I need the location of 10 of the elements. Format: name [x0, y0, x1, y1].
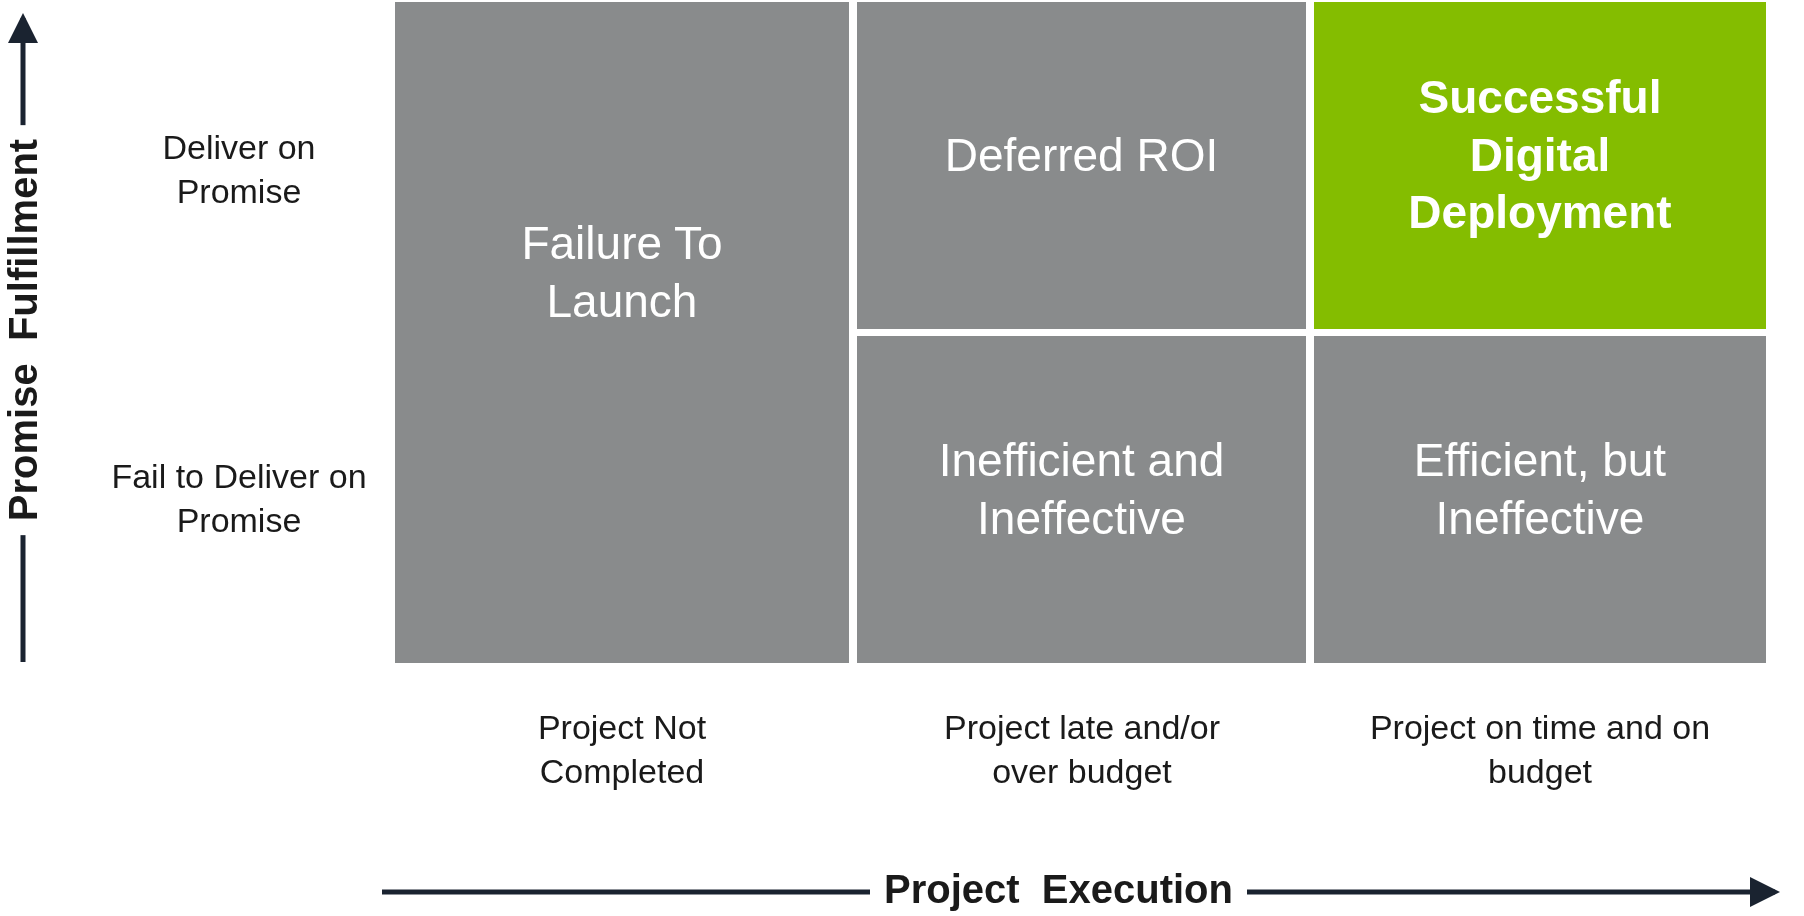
matrix-cell: Inefficient and Ineffective — [857, 336, 1306, 663]
column-label: Project Not Completed — [536, 707, 708, 793]
column-label: Project on time and on budget — [1368, 707, 1712, 793]
column-label: Project late and/or over budget — [943, 707, 1221, 793]
matrix-cell: Efficient, but Ineffective — [1314, 336, 1766, 663]
row-label: Fail to Deliver on Promise — [110, 456, 368, 542]
row-label: Deliver on Promise — [161, 127, 317, 213]
matrix-cell: Deferred ROI — [857, 2, 1306, 329]
matrix-cell: Failure To Launch — [395, 2, 849, 663]
highlighted-matrix-cell: Successful Digital Deployment — [1314, 2, 1766, 329]
